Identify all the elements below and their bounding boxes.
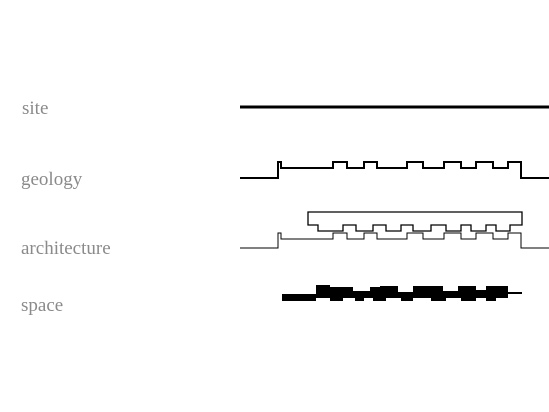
- space-mass: [282, 285, 522, 301]
- label-geology: geology: [21, 169, 83, 190]
- geology-profile: [240, 161, 549, 179]
- label-site: site: [22, 98, 49, 119]
- architecture-structure: [307, 211, 523, 232]
- architecture-ground-profile: [240, 232, 549, 249]
- label-architecture: architecture: [21, 238, 111, 259]
- label-space: space: [21, 295, 64, 316]
